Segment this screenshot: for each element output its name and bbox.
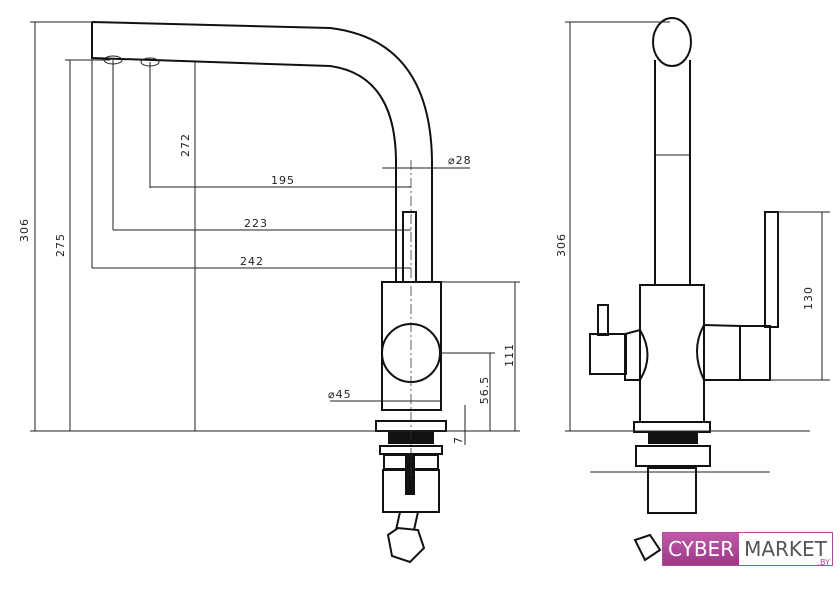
spout [91, 21, 433, 282]
dim-56-5: 56.5 [478, 376, 491, 405]
lever [402, 211, 417, 283]
dim-195: 195 [271, 174, 295, 187]
logo-market-text: MARKET [744, 537, 827, 561]
dim-7: 7 [452, 436, 465, 444]
dim-272: 272 [179, 133, 192, 157]
body [381, 281, 442, 411]
cybermarket-logo: CYBER MARKET.BY [662, 532, 833, 567]
dim-111: 111 [503, 343, 516, 367]
dim-dia-45: ⌀45 [328, 388, 352, 401]
hose-nut [386, 526, 426, 564]
side-view: 306 275 272 195 ⌀28 223 242 111 56.5 ⌀45… [18, 21, 520, 564]
logo-suffix: .BY [817, 558, 830, 567]
dim-223: 223 [244, 217, 268, 230]
dim-306: 306 [18, 218, 31, 242]
spout-column [654, 60, 691, 285]
logo-cyber: CYBER [663, 533, 740, 565]
dim-dia-28: ⌀28 [448, 154, 472, 167]
front-dim-130: 130 [802, 286, 815, 310]
logo-market: MARKET.BY [739, 533, 832, 567]
front-dim-306: 306 [555, 233, 568, 257]
front-lever [764, 211, 779, 328]
dim-275: 275 [54, 233, 67, 257]
dim-242: 242 [240, 255, 264, 268]
front-view: 306 130 [555, 17, 830, 562]
front-body [639, 284, 705, 423]
